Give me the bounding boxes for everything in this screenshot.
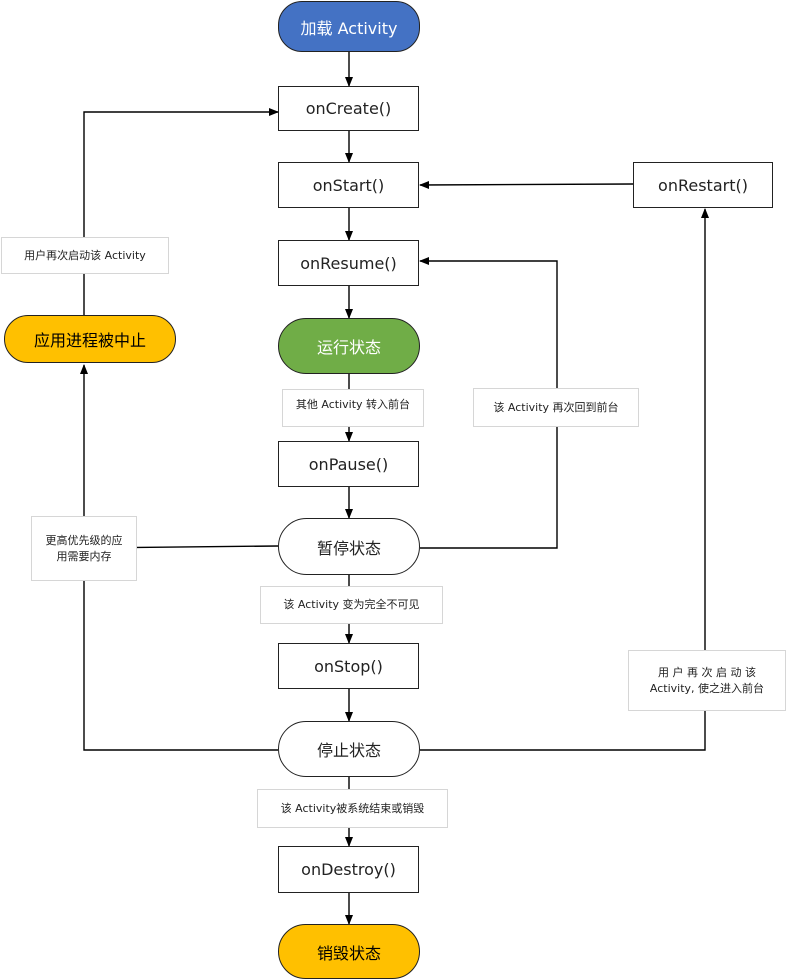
onresume-label: onResume() (300, 253, 397, 273)
stopped-state-label: 停止状态 (316, 741, 381, 760)
label-user-restart: 用户再次启动该 Activity (1, 237, 169, 274)
ondestroy-label: onDestroy() (301, 860, 396, 879)
running-state-label: 运行状态 (316, 338, 381, 357)
onrestart-node: onRestart() (633, 162, 773, 208)
onrestart-label: onRestart() (658, 175, 748, 195)
paused-state-label: 暂停状态 (316, 538, 381, 558)
label-fully-invisible-text: 该 Activity 变为完全不可见 (283, 598, 420, 611)
label-destroyed-by-system: 该 Activity被系统结束或销毁 (257, 789, 448, 828)
load-activity-node: 加载 Activity (278, 1, 420, 52)
label-back-to-front: 该 Activity 再次回到前台 (473, 388, 639, 427)
arrow-killed-to-oncreate (83, 108, 279, 315)
label-other-activity-front: 其他 Activity 转入前台 (282, 389, 424, 427)
label-destroyed-by-system-text: 该 Activity被系统结束或销毁 (280, 801, 425, 815)
onstart-label: onStart() (312, 175, 385, 195)
line-stopped-to-left (83, 548, 278, 751)
label-fully-invisible: 该 Activity 变为完全不可见 (260, 586, 443, 624)
label-other-activity-front-text: 其他 Activity 转入前台 (295, 398, 411, 411)
label-higher-priority-memory: 更高优先级的应用需要内存 (31, 516, 137, 581)
onpause-node: onPause() (278, 441, 419, 487)
destroyed-state-node: 销毁状态 (278, 924, 420, 979)
onstart-node: onStart() (278, 162, 419, 208)
paused-state-node: 暂停状态 (278, 518, 420, 575)
load-activity-label: 加载 Activity (300, 18, 398, 38)
running-state-node: 运行状态 (278, 318, 420, 374)
oncreate-node: onCreate() (278, 86, 419, 131)
label-back-to-front-text: 该 Activity 再次回到前台 (493, 400, 619, 414)
process-killed-label: 应用进程被中止 (33, 331, 146, 350)
onstop-label: onStop() (314, 656, 383, 676)
label-higher-priority-memory-text: 更高优先级的应用需要内存 (45, 533, 123, 563)
arrow-onrestart-to-onstart (419, 180, 634, 189)
destroyed-state-label: 销毁状态 (316, 943, 381, 963)
label-user-restart-to-front-text: 用 户 再 次 启 动 该 Activity, 使之进入前台 (649, 665, 765, 695)
stopped-state-node: 停止状态 (278, 721, 420, 777)
ondestroy-node: onDestroy() (278, 846, 419, 893)
arrow-stopped-to-onrestart (420, 208, 709, 751)
label-user-restart-text: 用户再次启动该 Activity (24, 248, 146, 262)
onresume-node: onResume() (278, 240, 419, 286)
process-killed-node: 应用进程被中止 (4, 315, 176, 363)
onpause-label: onPause() (308, 454, 389, 474)
onstop-node: onStop() (278, 643, 419, 689)
oncreate-label: onCreate() (305, 99, 392, 118)
label-user-restart-to-front: 用 户 再 次 启 动 该 Activity, 使之进入前台 (628, 650, 786, 711)
